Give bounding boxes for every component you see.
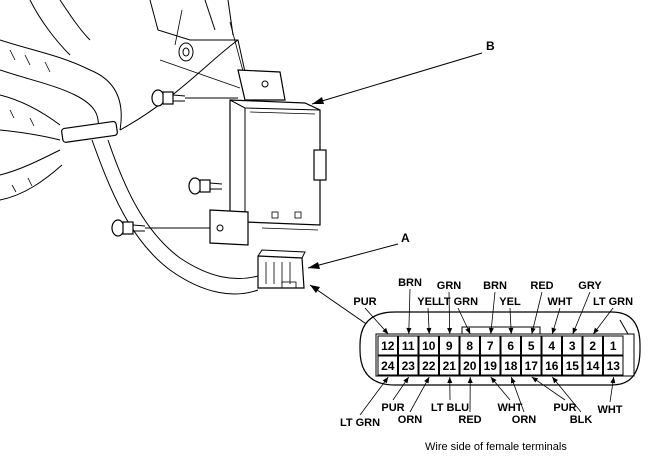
pin-number: 3 (569, 339, 576, 353)
pin-number: 15 (566, 359, 580, 373)
pin-number: 24 (381, 359, 395, 373)
wire-color-label: BRN (398, 277, 422, 289)
pin-number: 18 (504, 359, 518, 373)
pin-number: 12 (381, 339, 395, 353)
pin-number: 9 (446, 339, 453, 353)
wire-color-label: WHT (547, 296, 572, 308)
pin-number: 10 (422, 339, 436, 353)
pin-number: 5 (528, 339, 535, 353)
wire-color-label: GRN (437, 280, 462, 292)
diagram-caption: Wire side of female terminals (425, 441, 567, 453)
wire-color-label: PUR (553, 402, 576, 414)
wire-color-label: WHT (497, 402, 522, 414)
wire-color-label: WHT (597, 404, 622, 416)
pin-number: 19 (484, 359, 498, 373)
pin-number: 17 (525, 359, 539, 373)
pin-number: 8 (466, 339, 473, 353)
pin-number: 13 (607, 359, 621, 373)
pin-number: 1 (610, 339, 617, 353)
wire-color-label: RED (458, 414, 481, 426)
pin-number: 2 (589, 339, 596, 353)
wire-color-label: GRY (578, 280, 602, 292)
wire-color-label: ORN (398, 414, 423, 426)
wire-color-label: PUR (381, 402, 404, 414)
wire-color-label: PUR (353, 296, 376, 308)
pin-number: 22 (422, 359, 436, 373)
pin-number: 11 (402, 339, 415, 353)
pin-number: 20 (463, 359, 477, 373)
pin-number: 7 (487, 339, 494, 353)
wire-color-label: LT GRN (593, 296, 633, 308)
pin-number: 16 (545, 359, 559, 373)
connector-a-drawing (258, 250, 305, 288)
wire-color-label: LT GRN (438, 296, 478, 308)
wire-color-label: LT GRN (340, 417, 380, 429)
wire-color-label: BRN (483, 280, 507, 292)
wire-color-label: YEL (417, 296, 439, 308)
pin-number: 6 (507, 339, 514, 353)
callout-b-label: B (486, 39, 495, 53)
callout-a-label: A (401, 231, 410, 245)
control-unit-drawing (210, 70, 326, 245)
wire-color-label: RED (530, 280, 553, 292)
pin-number: 21 (443, 359, 457, 373)
pin-number: 14 (586, 359, 600, 373)
pin-number: 23 (402, 359, 416, 373)
wire-color-label: BLK (570, 414, 593, 426)
wire-color-label: YEL (499, 296, 521, 308)
pin-number: 4 (548, 339, 555, 353)
wire-color-label: LT BLU (431, 402, 469, 414)
wire-harness-drawing (0, 0, 258, 294)
wire-color-label: ORN (512, 414, 537, 426)
